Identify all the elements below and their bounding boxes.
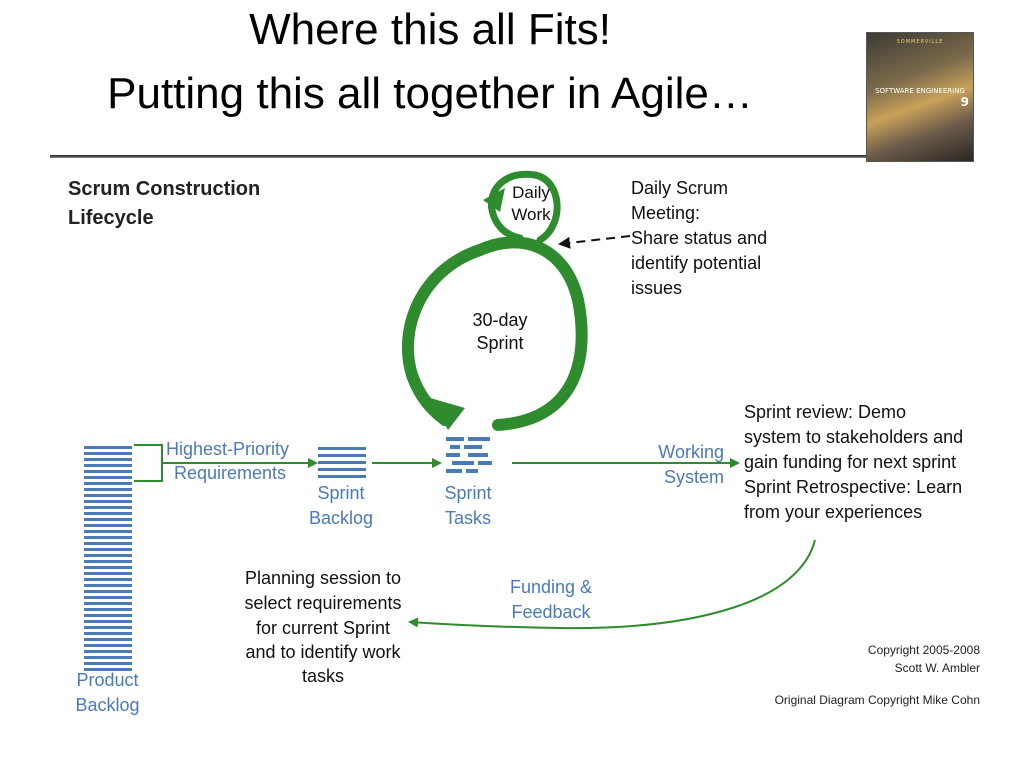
product-backlog-item <box>84 554 132 557</box>
daily-scrum-line-3: Share status and <box>631 228 768 248</box>
product-backlog-item <box>84 644 132 647</box>
product-backlog-item <box>84 452 132 455</box>
product-backlog-item <box>84 542 132 545</box>
sprint-label-line-1: 30-day <box>472 310 528 330</box>
planning-line-5: tasks <box>301 666 344 686</box>
working-system-label-line-2: System <box>663 467 724 487</box>
sprint-review-line-1: Sprint review: Demo <box>744 402 907 422</box>
highest-priority-bracket <box>134 444 316 482</box>
product-backlog-item <box>84 518 132 521</box>
sprint-review-line-5: from your experiences <box>744 502 923 522</box>
product-backlog-item <box>84 530 132 533</box>
product-backlog-item <box>84 608 132 611</box>
daily-scrum-line-2: Meeting: <box>631 203 701 223</box>
sprint-backlog-stack <box>318 447 366 478</box>
product-backlog-item <box>84 548 132 551</box>
product-backlog-item <box>84 500 132 503</box>
daily-scrum-arrow <box>558 235 631 249</box>
funding-label-line-2: Feedback <box>511 602 591 622</box>
product-backlog-item <box>84 536 132 539</box>
product-backlog-item <box>84 632 132 635</box>
product-backlog-item <box>84 512 132 515</box>
title-underline <box>50 155 870 158</box>
daily-scrum-line-1: Daily Scrum <box>631 178 729 198</box>
funding-feedback-arrow <box>408 539 816 630</box>
sprint-backlog-label-line-1: Sprint <box>317 483 365 503</box>
working-system-label-line-1: Working <box>658 442 724 462</box>
product-backlog-item <box>84 650 132 653</box>
product-backlog-stack <box>84 446 132 671</box>
sprint-review-line-2: system to stakeholders and <box>744 427 964 447</box>
diagram-heading-line-1: Scrum Construction <box>68 178 261 200</box>
slide-title-line-1: Where this all Fits! <box>249 5 611 54</box>
sprint-review-line-3: gain funding for next sprint <box>744 452 957 472</box>
product-backlog-item <box>84 506 132 509</box>
planning-line-1: Planning session to <box>244 568 402 588</box>
product-backlog-item <box>84 572 132 575</box>
planning-line-2: select requirements <box>244 593 402 613</box>
sprint-loop-arrowhead <box>430 398 465 430</box>
product-backlog-item <box>84 662 132 665</box>
product-backlog-item <box>84 560 132 563</box>
book-title: SOFTWARE ENGINEERING <box>875 87 965 95</box>
book-edition: 9 <box>960 95 969 109</box>
slide-title-line-2: Putting this all together in Agile… <box>107 69 753 118</box>
daily-work-label-line-2: Work <box>511 205 551 224</box>
copyright-line-1: Copyright 2005-2008 <box>867 643 980 657</box>
funding-label-line-1: Funding & <box>509 577 593 597</box>
highest-priority-label-line-1: Highest-Priority <box>166 439 290 459</box>
diagram-heading-line-2: Lifecycle <box>68 207 154 229</box>
product-backlog-item <box>84 446 132 449</box>
daily-scrum-line-5: issues <box>631 278 683 298</box>
sprint-tasks-label-line-2: Tasks <box>444 508 491 528</box>
product-backlog-item <box>84 614 132 617</box>
product-backlog-item <box>84 470 132 473</box>
daily-scrum-line-4: identify potential <box>631 253 762 273</box>
planning-line-4: and to identify work <box>245 642 401 662</box>
sprint-label-line-2: Sprint <box>476 333 524 353</box>
product-backlog-item <box>84 476 132 479</box>
copyright-line-2: Scott W. Ambler <box>894 661 980 675</box>
product-backlog-label-line-2: Backlog <box>75 695 140 715</box>
original-copyright: Original Diagram Copyright Mike Cohn <box>774 693 980 707</box>
book-author: SOMMERVILLE <box>896 39 944 45</box>
product-backlog-item <box>84 656 132 659</box>
product-backlog-item <box>84 464 132 467</box>
product-backlog-item <box>84 590 132 593</box>
product-backlog-label-line-1: Product <box>76 670 139 690</box>
daily-work-arrowhead <box>483 188 505 212</box>
product-backlog-item <box>84 458 132 461</box>
sprint-backlog-label-line-2: Backlog <box>308 508 374 528</box>
product-backlog-item <box>84 566 132 569</box>
product-backlog-item <box>84 602 132 605</box>
product-backlog-item <box>84 578 132 581</box>
sprint-review-line-4: Sprint Retrospective: Learn <box>744 477 963 497</box>
product-backlog-item <box>84 626 132 629</box>
planning-line-3: for current Sprint <box>255 618 391 638</box>
book-cover-image: SOMMERVILLE SOFTWARE ENGINEERING 9 <box>866 32 974 162</box>
sprint-loop <box>401 236 588 431</box>
daily-work-label-line-1: Daily <box>512 183 550 202</box>
sprint-tasks-label-line-1: Sprint <box>444 483 492 503</box>
product-backlog-item <box>84 596 132 599</box>
product-backlog-item <box>84 638 132 641</box>
product-backlog-item <box>84 482 132 485</box>
highest-priority-label-line-2: Requirements <box>174 463 287 483</box>
product-backlog-item <box>84 524 132 527</box>
sprint-tasks-icon <box>446 437 492 473</box>
product-backlog-item <box>84 488 132 491</box>
product-backlog-item <box>84 584 132 587</box>
product-backlog-item <box>84 494 132 497</box>
product-backlog-item <box>84 620 132 623</box>
daily-work-loop <box>487 170 561 244</box>
product-backlog-item <box>84 668 132 671</box>
